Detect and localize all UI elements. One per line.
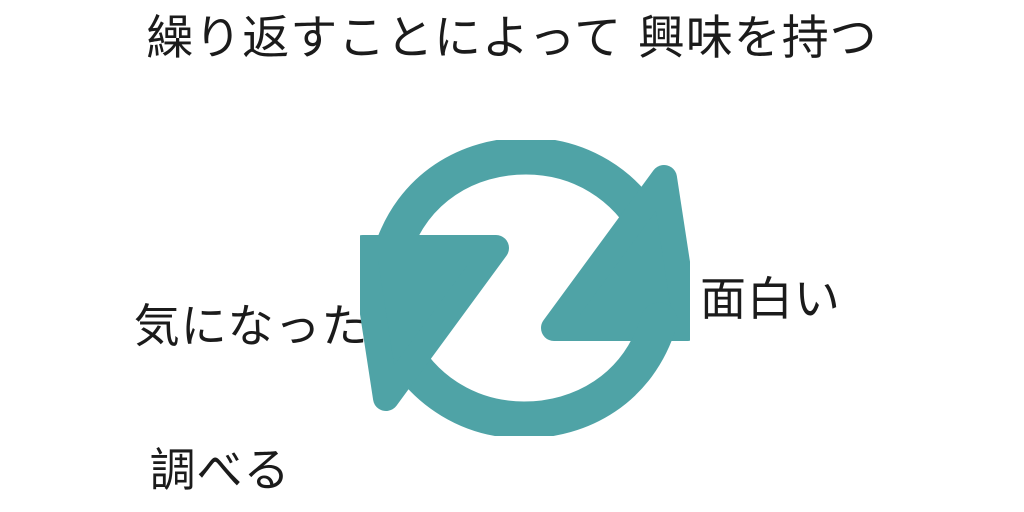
bottom-arrow-head [360, 235, 509, 411]
cycle-label-left-line2: 調べる [149, 443, 291, 497]
cycle-label-left-line1: 気になった [133, 299, 369, 353]
cycle-label-right: 面白い [700, 272, 841, 326]
cycle-label-left: 気になった 調べる [60, 218, 380, 512]
cycle-arrows-icon [360, 140, 690, 436]
top-arrow-group [372, 140, 690, 341]
bottom-arrow-arc [380, 302, 678, 436]
top-arrow-arc [372, 140, 670, 274]
page-title: 繰り返すことによって 興味を持つ [146, 11, 878, 66]
top-arrow-head [541, 165, 690, 341]
cycle-arrows-svg [360, 140, 690, 436]
bottom-arrow-group [360, 235, 678, 436]
